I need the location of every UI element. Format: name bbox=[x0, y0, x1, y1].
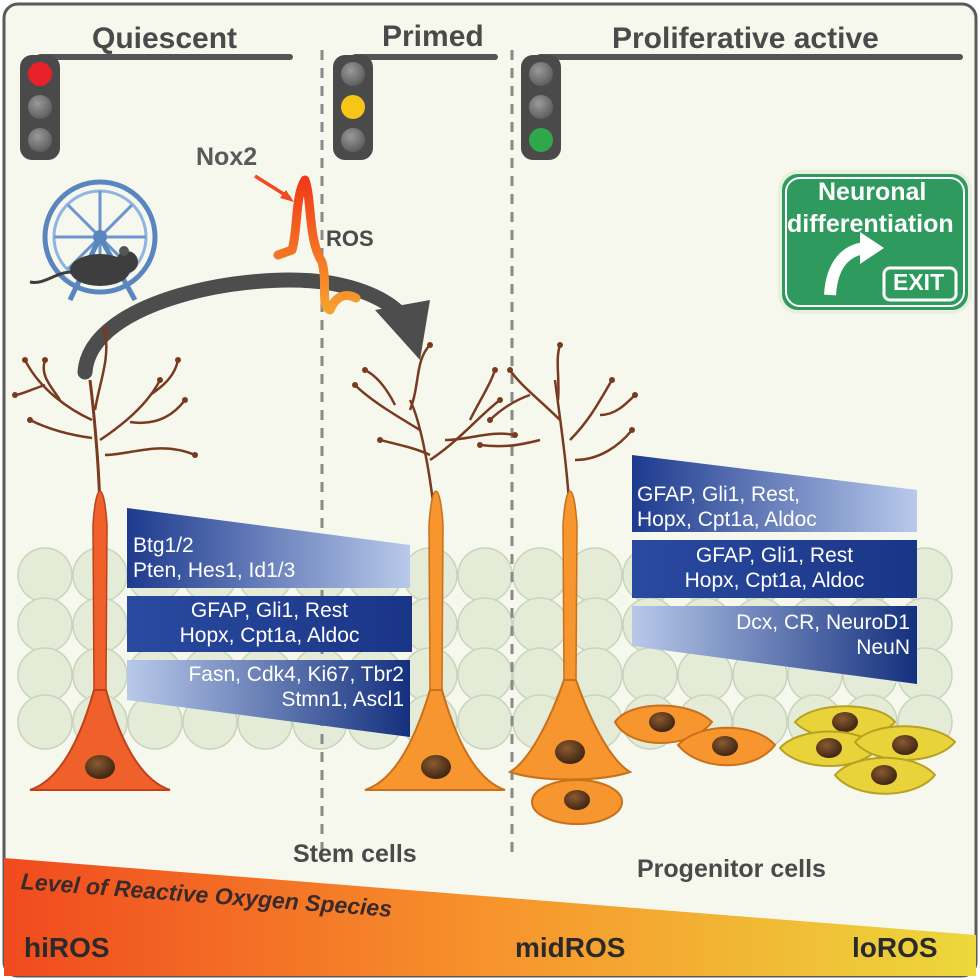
right-box-1-text: GFAP, Gli1, Rest, Hopx, Cpt1a, Aldoc bbox=[637, 482, 817, 532]
nucleus-icon bbox=[832, 712, 858, 732]
primed-stem-cell bbox=[352, 342, 518, 791]
exit-sign-line2: differentiation bbox=[787, 210, 954, 238]
transition-arrowhead bbox=[375, 300, 430, 360]
ros-gradient-bar bbox=[4, 858, 976, 976]
progenitor-cells-orange bbox=[613, 704, 777, 767]
right-box-2-text: GFAP, Gli1, Rest Hopx, Cpt1a, Aldoc bbox=[632, 543, 917, 593]
gene-line: GFAP, Gli1, Rest bbox=[695, 544, 854, 567]
nucleus-icon bbox=[85, 755, 115, 779]
nucleus-icon bbox=[564, 790, 590, 810]
gene-line: Hopx, Cpt1a, Aldoc bbox=[684, 569, 865, 592]
nucleus-icon bbox=[816, 738, 842, 758]
light-off-icon bbox=[28, 95, 52, 119]
gene-line: Hopx, Cpt1a, Aldoc bbox=[179, 624, 360, 647]
proliferative-stem-cell bbox=[477, 342, 638, 825]
nucleus-icon bbox=[892, 735, 918, 755]
midros-label: midROS bbox=[515, 932, 626, 963]
progenitor-cells-label: Progenitor cells bbox=[637, 855, 826, 883]
ros-signal-wave bbox=[273, 175, 361, 315]
exit-sign bbox=[778, 170, 972, 314]
gene-line: Stmn1, Ascl1 bbox=[281, 688, 404, 711]
left-box-1-text: Btg1/2 Pten, Hes1, Id1/3 bbox=[133, 533, 295, 583]
traffic-light-primed bbox=[333, 54, 498, 160]
gene-line: Pten, Hes1, Id1/3 bbox=[133, 559, 296, 582]
nucleus-icon bbox=[871, 765, 897, 785]
gene-line: Hopx, Cpt1a, Aldoc bbox=[637, 508, 817, 531]
traffic-light-quiescent bbox=[20, 54, 293, 160]
stem-cells-label: Stem cells bbox=[293, 840, 417, 868]
nucleus-icon bbox=[555, 740, 585, 764]
right-box-2 bbox=[632, 540, 917, 598]
gene-line: Btg1/2 bbox=[133, 534, 194, 557]
light-off-icon bbox=[341, 62, 365, 86]
left-box-2 bbox=[127, 596, 412, 652]
ros-label: ROS bbox=[326, 226, 374, 251]
stage-title-primed: Primed bbox=[382, 20, 484, 53]
light-off-icon bbox=[529, 62, 553, 86]
stage-title-proliferative: Proliferative active bbox=[612, 22, 879, 55]
right-box-3 bbox=[632, 606, 917, 684]
hiros-label: hiROS bbox=[24, 932, 110, 963]
progenitor-cells-yellow bbox=[778, 705, 957, 795]
light-off-icon bbox=[341, 128, 365, 152]
exit-label: EXIT bbox=[893, 269, 945, 295]
green-light-icon bbox=[529, 128, 553, 152]
gene-line: Dcx, CR, NeuroD1 bbox=[736, 611, 910, 634]
loros-label: loROS bbox=[852, 932, 938, 963]
left-box-1 bbox=[127, 508, 410, 588]
quiescent-stem-cell bbox=[12, 327, 198, 791]
gene-line: Fasn, Cdk4, Ki67, Tbr2 bbox=[188, 663, 404, 686]
traffic-light-proliferative bbox=[521, 54, 963, 160]
turn-arrow-icon bbox=[860, 232, 884, 264]
light-off-icon bbox=[529, 95, 553, 119]
nucleus-icon bbox=[649, 712, 675, 732]
exit-sign-line1: Neuronal bbox=[818, 178, 927, 206]
left-box-3-text: Fasn, Cdk4, Ki67, Tbr2 Stmn1, Ascl1 bbox=[127, 662, 404, 712]
gene-line: NeuN bbox=[856, 636, 910, 659]
gene-line: GFAP, Gli1, Rest bbox=[190, 599, 349, 622]
nucleus-icon bbox=[712, 736, 738, 756]
nucleus-icon bbox=[421, 755, 451, 779]
yellow-light-icon bbox=[341, 95, 365, 119]
red-light-icon bbox=[28, 62, 52, 86]
left-box-2-text: GFAP, Gli1, Rest Hopx, Cpt1a, Aldoc bbox=[127, 598, 412, 648]
left-box-3 bbox=[127, 660, 410, 737]
light-off-icon bbox=[28, 128, 52, 152]
right-box-3-text: Dcx, CR, NeuroD1 NeuN bbox=[632, 610, 910, 660]
nox2-label: Nox2 bbox=[196, 143, 258, 171]
transition-arrow bbox=[77, 272, 413, 380]
right-box-1 bbox=[632, 455, 917, 532]
stage-title-quiescent: Quiescent bbox=[92, 22, 238, 55]
gene-line: GFAP, Gli1, Rest, bbox=[637, 483, 801, 506]
mouse-icon bbox=[29, 246, 138, 286]
